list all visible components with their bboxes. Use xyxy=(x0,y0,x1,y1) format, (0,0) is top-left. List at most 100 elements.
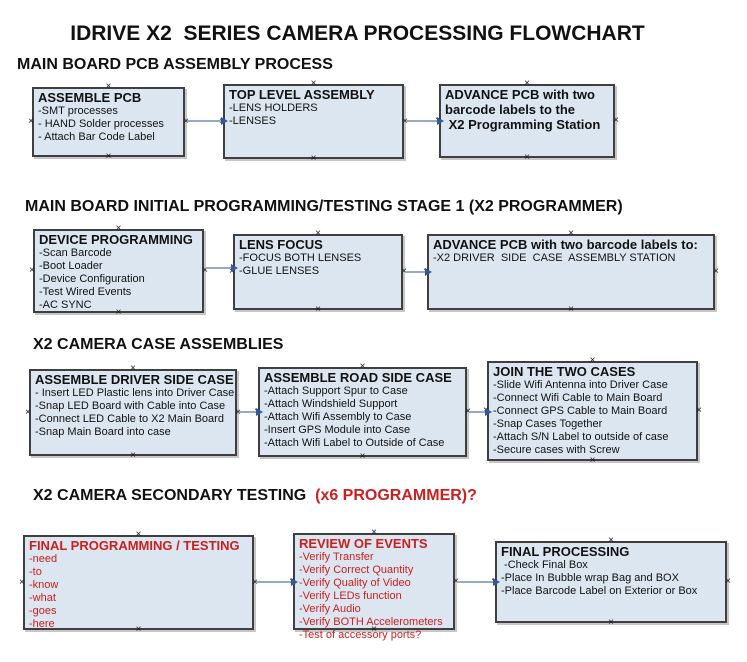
connection-point-icon: × xyxy=(130,450,136,461)
connection-point-icon: × xyxy=(524,78,530,89)
box-title-line: barcode labels to the xyxy=(445,102,576,117)
connection-point-icon: × xyxy=(401,267,407,277)
box-item: -LENSES xyxy=(229,115,277,127)
box-title: ASSEMBLE DRIVER SIDE CASE xyxy=(35,372,234,387)
box-item: -SMT processes xyxy=(38,105,118,117)
box-items: -LENS HOLDERS-LENSES xyxy=(229,102,398,128)
box-title-line: LENS FOCUS xyxy=(239,237,323,252)
connection-point-icon: × xyxy=(696,405,702,416)
box-item: -Check Final Box xyxy=(501,559,588,571)
box-title: LENS FOCUS xyxy=(239,237,397,252)
box-item: -Secure cases with Screw xyxy=(493,444,620,456)
box-item: -goes xyxy=(29,605,57,617)
connection-point-icon: × xyxy=(613,115,619,126)
flow-arrow xyxy=(457,578,500,586)
box-items: -FOCUS BOTH LENSES-GLUE LENSES xyxy=(239,252,397,278)
box-items: -Verify Transfer-Verify Correct Quantity… xyxy=(299,551,449,642)
box-items: -X2 DRIVER SIDE CASE ASSEMBLY STATION xyxy=(433,252,709,265)
box-title: TOP LEVEL ASSEMBLY xyxy=(229,87,398,102)
connection-point-icon: × xyxy=(315,304,321,315)
section-heading-black-part: X2 CAMERA SECONDARY TESTING xyxy=(33,487,307,504)
box-title-line: ADVANCE PCB with two xyxy=(445,87,595,102)
box-item: -Connect LED Cable to X2 Main Board xyxy=(35,413,224,425)
flow-box-review-of-events: REVIEW OF EVENTS -Verify Transfer-Verify… xyxy=(289,528,459,642)
flow-box-assemble-driver-side-case: ASSEMBLE DRIVER SIDE CASE - Insert LED P… xyxy=(25,364,241,461)
section-heading-pcb-assembly: MAIN BOARD PCB ASSEMBLY PROCESS xyxy=(17,56,333,73)
box-title-line: JOIN THE TWO CASES xyxy=(493,364,636,379)
flow-box-join-the-two-cases: JOIN THE TWO CASES -Slide Wifi Antenna i… xyxy=(483,356,702,466)
box-item: -Place In Bubble wrap Bag and BOX xyxy=(501,572,679,584)
box-item: -Attach Wifi Assembly to Case xyxy=(264,411,412,423)
connection-point-icon: × xyxy=(25,406,31,418)
connection-point-icon: × xyxy=(568,228,574,239)
box-item: -Attach Wifi Label to Outside of Case xyxy=(264,437,445,449)
connection-point-icon: × xyxy=(310,78,317,89)
connection-point-icon: × xyxy=(371,527,377,538)
section-heading-red-part: (x6 PROGRAMMER)? xyxy=(306,487,477,504)
section-heading-initial-programming: MAIN BOARD INITIAL PROGRAMMING/TESTING S… xyxy=(25,198,623,215)
connection-point-icon: × xyxy=(235,407,241,418)
box-title: DEVICE PROGRAMMING xyxy=(39,232,198,247)
flow-box-top-level-assembly: TOP LEVEL ASSEMBLY -LENS HOLDERS-LENSES … xyxy=(219,79,408,164)
flow-box-final-programming-testing: FINAL PROGRAMMING / TESTING -need-to-kno… xyxy=(19,530,258,635)
flow-box-lens-focus: LENS FOCUS -FOCUS BOTH LENSES-GLUE LENSE… xyxy=(229,229,407,315)
box-item: -LENS HOLDERS xyxy=(229,102,318,114)
connection-point-icon: × xyxy=(359,361,366,372)
connection-point-icon: × xyxy=(115,307,122,318)
box-items: -Slide Wifi Antenna into Driver Case -Con… xyxy=(493,379,692,457)
connection-point-icon: × xyxy=(568,304,574,315)
box-item: -Boot Loader xyxy=(39,260,103,272)
connection-point-icon: × xyxy=(105,151,112,162)
box-title: ASSEMBLE ROAD SIDE CASE xyxy=(264,370,461,385)
box-item: -Device Configuration xyxy=(39,273,145,285)
box-item: -Verify LEDs function xyxy=(299,590,402,602)
box-item: -Attach S/N Label to outside of case xyxy=(493,431,669,443)
connection-point-icon: × xyxy=(252,577,258,588)
box-title-line: TOP LEVEL ASSEMBLY xyxy=(229,87,375,102)
connection-point-icon: × xyxy=(589,455,596,466)
flow-arrow xyxy=(206,264,238,272)
box-items: -need-to-know-what-goes-here xyxy=(29,553,248,631)
flow-box-device-programming: DEVICE PROGRAMMING -Scan Barcode-Boot Lo… xyxy=(29,224,208,318)
box-item: -Test of accessory ports? xyxy=(299,629,422,641)
connection-point-icon: × xyxy=(402,116,408,127)
box-title-line: ASSEMBLE DRIVER SIDE CASE xyxy=(35,372,234,387)
box-item: - Insert LED Plastic lens into Driver Ca… xyxy=(35,387,235,399)
box-items: -Check Final Box-Place In Bubble wrap Ba… xyxy=(501,559,721,598)
connection-point-icon: × xyxy=(371,624,377,635)
box-item: -what xyxy=(29,592,56,604)
flow-arrow xyxy=(187,117,228,125)
box-item: - Attach Bar Code Label xyxy=(38,131,155,143)
connection-point-icon: × xyxy=(105,81,112,92)
box-item: -X2 DRIVER SIDE CASE ASSEMBLY STATION xyxy=(433,252,676,264)
box-item: -Slide Wifi Antenna into Driver Case xyxy=(493,379,668,391)
connection-point-icon: × xyxy=(465,407,471,417)
box-item: -Connect GPS Cable to Main Board xyxy=(493,405,668,417)
connection-point-icon: × xyxy=(359,451,366,462)
connection-point-icon: × xyxy=(725,576,731,587)
box-item: -Verify Quality of Video xyxy=(299,577,411,589)
flow-box-advance-pcb-case-assembly: ADVANCE PCB with two barcode labels to: … xyxy=(423,229,719,315)
box-title: FINAL PROCESSING xyxy=(501,544,721,559)
box-title-line: X2 Programming Station xyxy=(445,117,601,132)
box-item: -Snap Cases Together xyxy=(493,418,603,430)
box-title-line: ADVANCE PCB with two barcode labels to: xyxy=(433,237,698,252)
connection-point-icon: × xyxy=(115,223,122,234)
flow-arrow xyxy=(256,578,298,586)
box-item: -Snap LED Board with Cable into Case xyxy=(35,400,226,412)
flow-box-assemble-pcb: ASSEMBLE PCB -SMT processes- HAND Solder… xyxy=(28,82,189,162)
connection-point-icon: × xyxy=(589,355,596,366)
box-item: -FOCUS BOTH LENSES xyxy=(239,252,362,264)
flow-box-final-processing: FINAL PROCESSING -Check Final Box-Place … xyxy=(491,536,731,628)
box-item: -here xyxy=(29,618,55,630)
flow-arrow xyxy=(469,408,492,416)
box-item: -Verify Audio xyxy=(299,603,361,615)
box-item: -Verify Correct Quantity xyxy=(299,564,414,576)
box-item: -Attach Support Spur to Case xyxy=(264,385,408,397)
box-item: -Place Barcode Label on Exterior or Box xyxy=(501,585,698,597)
box-title: ADVANCE PCB with two barcode labels to: xyxy=(433,237,709,252)
flow-arrow xyxy=(239,408,263,416)
